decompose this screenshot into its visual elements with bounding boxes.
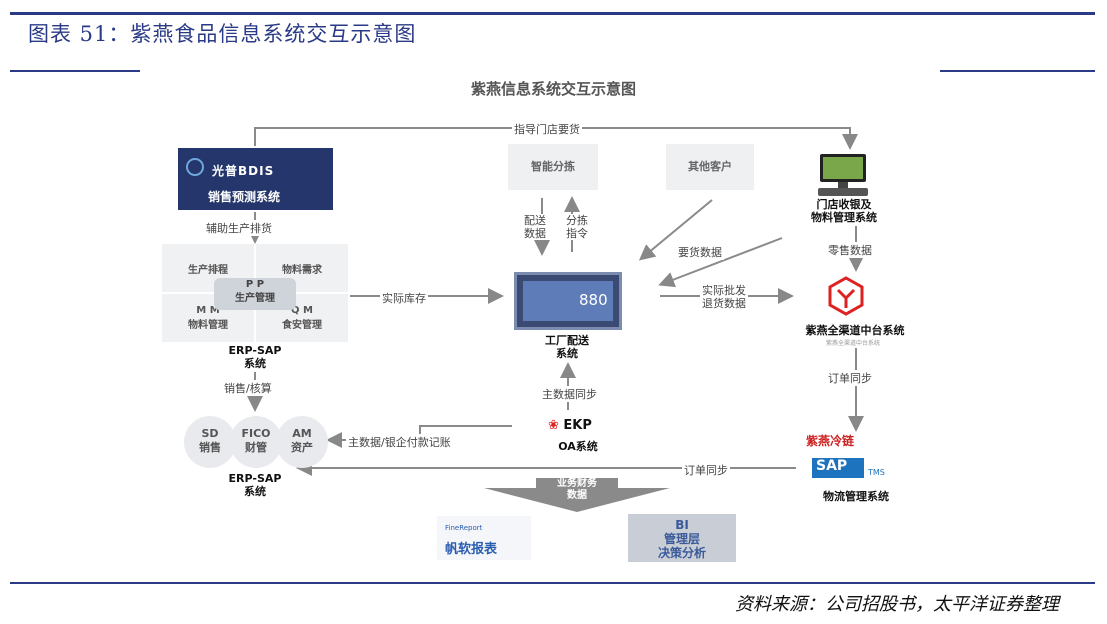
- top-rule: [10, 12, 1095, 15]
- am-circle: AM 资产: [276, 416, 328, 468]
- zy-logistics-logo: 紫燕冷链: [806, 434, 855, 448]
- logistics-label: 物流管理系统: [823, 490, 889, 503]
- fico-name: 财管: [245, 441, 267, 454]
- figure-title: 图表 51：紫燕食品信息系统交互示意图: [28, 22, 417, 46]
- guandian-name: 销售预测系统: [208, 190, 281, 204]
- oa-label: OA系统: [558, 440, 598, 453]
- erp-fi-label: ERP-SAP 系统: [228, 472, 282, 498]
- sd-code: SD: [201, 427, 219, 440]
- sap-logo: SAP: [812, 458, 864, 478]
- order-data-label: 要货数据: [676, 244, 724, 260]
- midplatform-label: 紫燕全渠道中台系统: [805, 324, 905, 337]
- erp-mm-name: 物料管理: [188, 320, 228, 331]
- fanruan-name: 帆软报表: [445, 542, 498, 557]
- screen-value: 880: [579, 291, 608, 309]
- factory-label: 工厂配送 系统: [545, 334, 589, 360]
- order-data-arrow: [658, 237, 783, 288]
- other-customer-box: 其他客户: [666, 144, 754, 190]
- other-customer-arrow: [638, 199, 713, 261]
- ekp-logo: ❀ EKP: [548, 418, 592, 433]
- bi-l3: 决策分析: [657, 546, 706, 560]
- tms-label: TMS: [868, 468, 885, 477]
- smart-sort-box: 智能分拣: [508, 144, 598, 190]
- guandian-box: 光普BDIS 销售预测系统: [178, 148, 333, 210]
- master-bank-label: 主数据/银企付款记账: [346, 434, 453, 450]
- bi-l2: 管理层: [663, 532, 700, 546]
- guandian-logo: 光普BDIS: [212, 164, 275, 178]
- factory-screen-icon: 880: [514, 272, 622, 330]
- bi-l1: BI: [675, 518, 689, 532]
- midplatform-sub: 紫燕全渠道中台系统: [826, 340, 881, 347]
- retail-data-label: 零售数据: [826, 242, 874, 258]
- sales-label: 销售/核算: [222, 380, 274, 396]
- erp-pp-code: P P: [245, 279, 265, 290]
- screen-display: 880: [523, 281, 613, 321]
- am-code: AM: [292, 427, 312, 440]
- biz-fin-arrow-icon: [484, 478, 670, 512]
- pos-terminal-icon: [818, 154, 868, 196]
- title-rule-right: [940, 70, 1095, 72]
- title-rule-left: [10, 70, 140, 72]
- fanruan-box: FineReport 帆软报表: [437, 516, 531, 560]
- erp-qm-name: 食安管理: [282, 320, 322, 331]
- sd-circle: SD 销售: [184, 416, 236, 468]
- erp-mm-code: M M: [196, 305, 220, 316]
- stock-label: 实际库存: [380, 290, 428, 306]
- guandian-logo-icon: [186, 158, 204, 176]
- am-name: 资产: [291, 441, 313, 454]
- midplatform-logo-icon: [828, 276, 864, 316]
- bottom-rule: [10, 582, 1095, 584]
- fico-circle: FICO 财管: [230, 416, 282, 468]
- order-sync-label-2: 订单同步: [682, 462, 730, 478]
- erp-pp-label: ERP-SAP 系统: [228, 344, 282, 370]
- assist-label: 辅助生产排货: [204, 220, 274, 236]
- order-sync-label-1: 订单同步: [826, 370, 874, 386]
- sd-name: 销售: [199, 441, 221, 454]
- top-flow-label: 指导门店要货: [512, 121, 582, 137]
- fico-code: FICO: [241, 427, 271, 440]
- erp-center-pp: P P 生产管理: [214, 278, 296, 310]
- biz-fin-label: 业务财务 数据: [557, 478, 597, 501]
- source-note: 资料来源：公司招股书，太平洋证券整理: [735, 594, 1059, 615]
- wholesale-label: 实际批发 退货数据: [700, 284, 748, 310]
- erp-pp-name: 生产管理: [235, 293, 275, 304]
- fanruan-small: FineReport: [445, 524, 483, 532]
- sort-cmd-label: 分拣 指令: [564, 214, 590, 240]
- ekp-logo-text: EKP: [563, 418, 592, 433]
- ekp-mark-icon: ❀: [548, 418, 564, 433]
- erp-qm-code: Q M: [291, 305, 313, 316]
- master-sync-label: 主数据同步: [540, 386, 599, 402]
- store-pos-label: 门店收银及 物料管理系统: [811, 198, 877, 224]
- erp-pp-grid: 生产排程 物料需求 M M 物料管理 Q M 食安管理 P P 生产管理: [162, 244, 348, 342]
- deliver-data-label: 配送 数据: [522, 214, 548, 240]
- diagram-title: 紫燕信息系统交互示意图: [470, 80, 636, 98]
- bi-box: BI 管理层 决策分析: [628, 514, 736, 562]
